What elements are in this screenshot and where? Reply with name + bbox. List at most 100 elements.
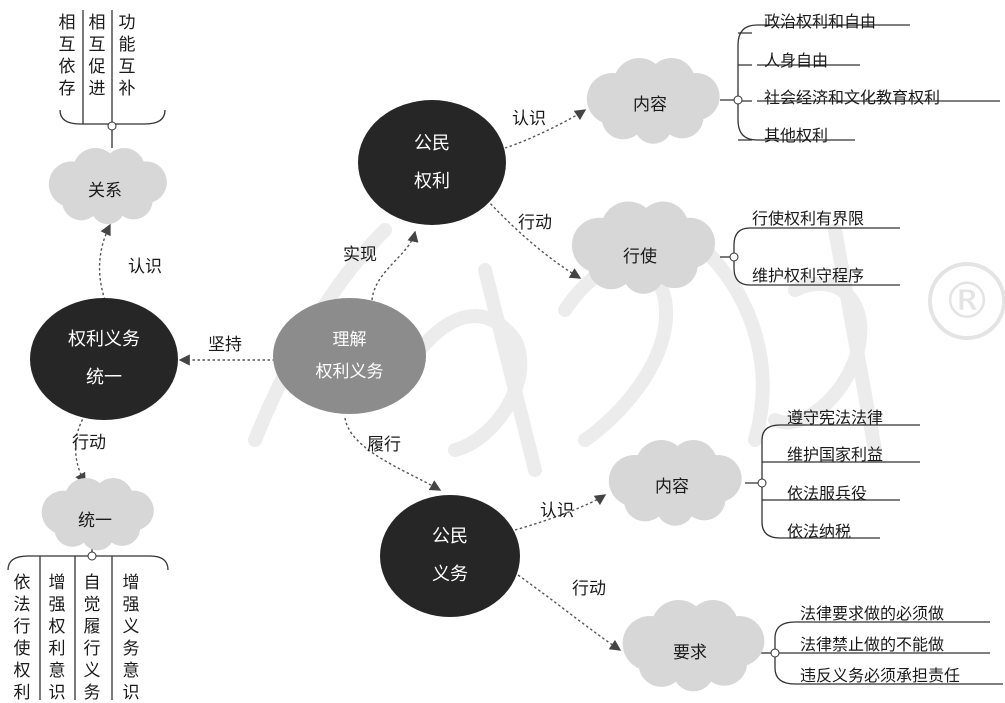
vertical-char: 权 xyxy=(48,617,66,637)
vertical-char: 进 xyxy=(88,79,106,99)
registered-mark-icon: ® xyxy=(928,262,1005,340)
vertical-char: 务 xyxy=(83,683,101,703)
duties-requirement-cloud: 要求 xyxy=(615,600,765,696)
vertical-char: 互 xyxy=(118,57,136,77)
vertical-char: 功 xyxy=(118,13,136,33)
edge-label-unity-act: 行动 xyxy=(72,433,106,453)
vertical-char: 识 xyxy=(48,683,66,703)
vertical-char: 行 xyxy=(83,639,101,659)
vertical-char: 法 xyxy=(13,595,31,615)
rights-node: 公民 权利 xyxy=(358,100,506,225)
list-item: 依法服兵役 xyxy=(787,484,868,503)
vertical-char: 识 xyxy=(122,683,140,703)
list-item: 法律禁止做的不能做 xyxy=(800,635,945,654)
duties-requirement-label: 要求 xyxy=(673,643,707,663)
vertical-char: 行 xyxy=(13,617,31,637)
vertical-char: 强 xyxy=(48,595,66,615)
vertical-char: 觉 xyxy=(83,595,101,615)
vertical-text-column: 自觉履行义务 xyxy=(82,572,102,703)
vertical-char: 依 xyxy=(13,573,31,593)
vertical-char: 补 xyxy=(118,79,136,99)
edge-line-perform xyxy=(344,417,442,491)
rights-node-line1: 公民 xyxy=(414,132,450,154)
list-item: 人身自由 xyxy=(764,51,829,70)
list-item: 其他权利 xyxy=(764,126,829,145)
vertical-char: 增 xyxy=(48,573,66,593)
unity-relation-label: 关系 xyxy=(88,181,122,201)
vertical-char: 利 xyxy=(48,639,66,659)
vertical-char: 意 xyxy=(48,661,66,681)
center-node-line2: 权利义务 xyxy=(315,362,384,382)
vertical-char: 权 xyxy=(13,661,31,681)
vertical-char: 互 xyxy=(88,35,106,55)
vertical-text-column: 增强义务意识 xyxy=(121,572,141,703)
edge-label-rights-know: 认识 xyxy=(512,109,546,129)
duties-node-line2: 义务 xyxy=(432,564,468,585)
unity-unify-cloud: 统一 xyxy=(25,478,165,554)
vertical-char: 义 xyxy=(122,617,140,637)
edge-label-rights-act: 行动 xyxy=(518,213,552,233)
vertical-char: 促 xyxy=(88,57,106,77)
vertical-char: 履 xyxy=(83,617,101,637)
vertical-text-column: 相互促进 xyxy=(87,12,107,100)
edge-label-duties-know: 认识 xyxy=(540,501,574,521)
vertical-char: 使 xyxy=(13,639,31,659)
list-item: 行使权利有界限 xyxy=(752,209,865,228)
vertical-char: 相 xyxy=(88,13,106,33)
vertical-char: 意 xyxy=(122,661,140,681)
unity-node-line1: 权利义务 xyxy=(68,329,140,350)
unity-node: 权利义务 统一 xyxy=(30,298,178,420)
vertical-char: 存 xyxy=(58,79,76,99)
list-item: 遵守宪法法律 xyxy=(787,408,884,427)
edge-label-unity-know: 认识 xyxy=(128,257,162,277)
vertical-char: 互 xyxy=(58,35,76,55)
edge-label-insist: 坚持 xyxy=(208,335,242,355)
duties-content-label: 内容 xyxy=(655,477,689,497)
vertical-char: 利 xyxy=(13,683,31,703)
vertical-char: 强 xyxy=(122,595,140,615)
edge-line-duties-act xyxy=(517,574,622,651)
vertical-char: 相 xyxy=(58,13,76,33)
list-item: 维护权利守程序 xyxy=(752,266,865,285)
duties-node: 公民 义务 xyxy=(380,495,520,617)
rights-exercise-label: 行使 xyxy=(623,247,657,267)
edge-line-unity-know xyxy=(98,223,111,301)
edge-line-rights-know xyxy=(504,109,587,149)
vertical-char: 义 xyxy=(83,661,101,681)
list-item: 依法纳税 xyxy=(787,522,852,541)
rights-exercise-cloud: 行使 xyxy=(565,200,715,300)
vertical-char: 自 xyxy=(83,573,101,593)
vertical-char: 务 xyxy=(122,639,140,659)
rights-content-cloud: 内容 xyxy=(580,58,720,148)
rights-content-label: 内容 xyxy=(633,95,667,115)
list-item: 违反义务必须承担责任 xyxy=(800,666,961,685)
list-item: 社会经济和文化教育权利 xyxy=(764,88,941,107)
center-node-line1: 理解 xyxy=(332,330,367,350)
rights-node-line2: 权利 xyxy=(414,170,450,192)
vertical-text-column: 增强权利意识 xyxy=(47,572,67,703)
duties-node-line1: 公民 xyxy=(432,526,468,547)
edge-label-perform: 履行 xyxy=(367,435,401,455)
edge-label-duties-act: 行动 xyxy=(572,579,606,599)
vertical-char: 依 xyxy=(58,57,76,77)
unity-relation-cloud: 关系 xyxy=(35,148,175,228)
list-item: 政治权利和自由 xyxy=(764,12,877,31)
vertical-char: 增 xyxy=(122,573,140,593)
edge-line-unity-act xyxy=(74,414,86,485)
list-item: 法律要求做的必须做 xyxy=(800,604,945,623)
unity-unify-label: 统一 xyxy=(78,511,112,531)
duties-content-cloud: 内容 xyxy=(598,440,746,530)
vertical-text-column: 相互依存 xyxy=(57,12,77,100)
edge-label-realize: 实现 xyxy=(343,245,377,265)
unity-node-line2: 统一 xyxy=(86,367,122,388)
edge-line-duties-know xyxy=(514,494,607,531)
list-item: 维护国家利益 xyxy=(787,445,884,464)
edge-line-rights-act xyxy=(486,199,582,279)
vertical-text-column: 功能互补 xyxy=(117,12,137,100)
vertical-text-column: 依法行使权利 xyxy=(12,572,32,703)
edge-line-realize xyxy=(371,230,419,301)
vertical-char: 能 xyxy=(118,35,136,55)
center-node: 理解 权利义务 xyxy=(273,298,426,414)
